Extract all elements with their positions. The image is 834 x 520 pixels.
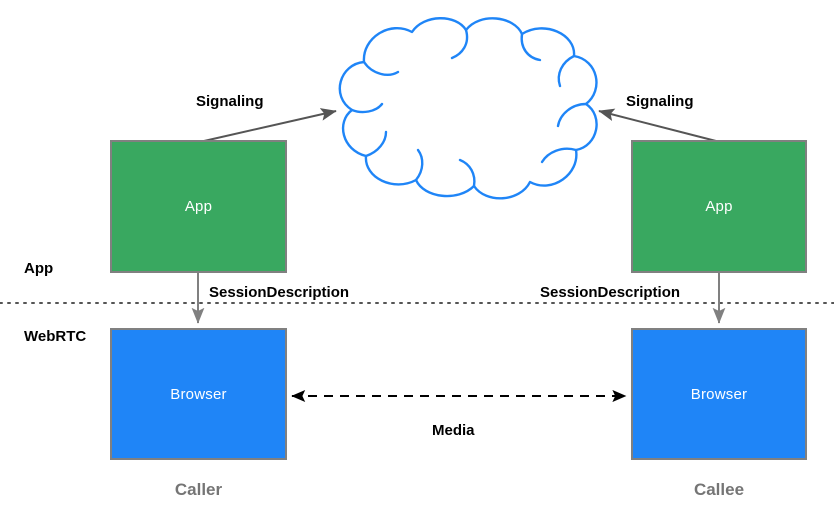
node-callee-app-label: App: [705, 198, 733, 215]
cloud-icon: [338, 17, 598, 200]
node-caller-browser[interactable]: Browser: [110, 328, 287, 460]
node-callee-browser[interactable]: Browser: [631, 328, 807, 460]
role-label-caller: Caller: [174, 480, 223, 499]
signaling-left-label: Signaling: [196, 93, 264, 110]
signaling-right-label: Signaling: [626, 93, 694, 110]
node-callee-browser-label: Browser: [690, 385, 748, 403]
signaling-right-arrow: [598, 108, 717, 142]
session-description-right-label: SessionDescription: [540, 284, 681, 301]
session-description-left-label: SessionDescription: [209, 284, 350, 301]
layer-label-webrtc: WebRTC: [24, 328, 87, 345]
node-caller-app-label: App: [184, 198, 213, 215]
layer-label-app: App: [24, 260, 54, 277]
node-caller-browser-label: Browser: [170, 385, 227, 403]
media-label: Media: [432, 422, 475, 439]
node-callee-app[interactable]: App: [631, 140, 807, 273]
node-caller-app[interactable]: App: [110, 140, 287, 273]
signaling-left-arrow: [203, 108, 337, 142]
role-label-callee: Callee: [693, 480, 745, 499]
